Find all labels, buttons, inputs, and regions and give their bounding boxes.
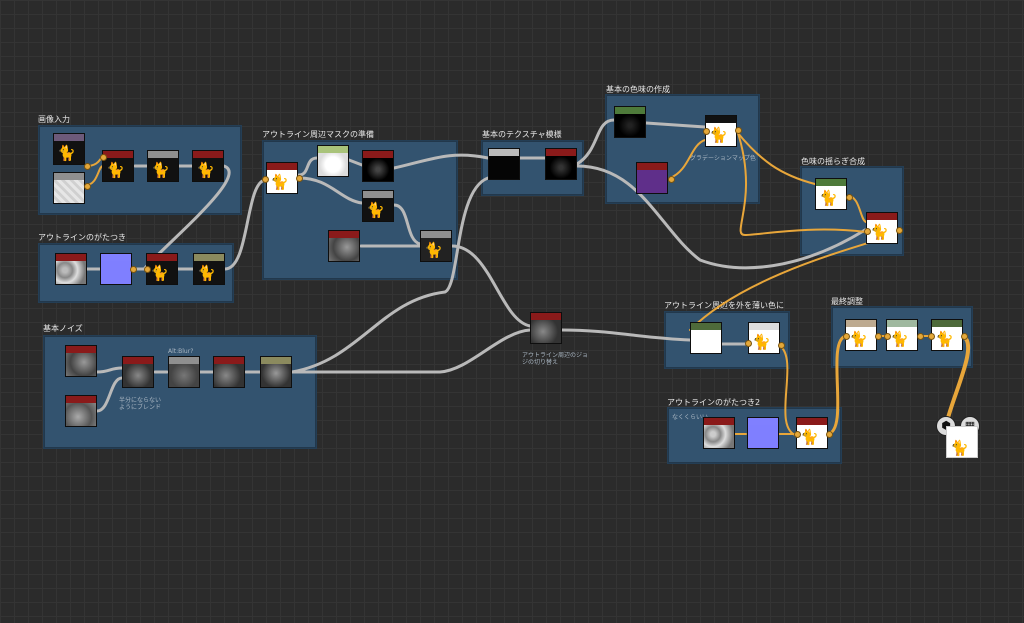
cat-silhouette-icon: 🐈 (196, 161, 215, 179)
blue-cat-node[interactable]: 🐈 (815, 178, 847, 210)
output-port[interactable] (896, 227, 903, 234)
noise-output-node[interactable] (260, 356, 292, 388)
output-port[interactable] (668, 176, 675, 183)
noise-node-b[interactable] (65, 395, 97, 427)
input-port[interactable] (703, 128, 710, 135)
cat-silhouette-icon: 🐈 (57, 144, 76, 162)
output-port[interactable] (778, 342, 785, 349)
bitmap-node-alpha[interactable] (53, 172, 85, 204)
output-port[interactable] (130, 266, 137, 273)
warp-node-2[interactable]: 🐈 (796, 417, 828, 449)
frame-title-color-blend: 色味の揺らぎ合成 (801, 157, 865, 166)
mask-cat-node[interactable]: 🐈 (362, 190, 394, 222)
frame-title-outline-jag: アウトラインのがたつき (38, 233, 126, 242)
levels-noise-node[interactable] (213, 356, 245, 388)
cat-silhouette-icon: 🐈 (950, 439, 969, 457)
color-blend-node[interactable]: 🐈 (866, 212, 898, 244)
threshold-node[interactable]: 🐈 (192, 150, 224, 182)
final-node-c[interactable]: 🐈 (931, 319, 963, 351)
normal-node[interactable] (100, 253, 132, 285)
input-port[interactable] (262, 176, 269, 183)
frame-title-base-color: 基本の色味の作成 (606, 85, 670, 94)
cat-silhouette-icon: 🐈 (270, 173, 289, 191)
gradient-map-node[interactable]: 🐈 (705, 115, 737, 147)
cat-silhouette-icon: 🐈 (151, 161, 170, 179)
input-port[interactable] (864, 228, 871, 235)
cat-silhouette-icon: 🐈 (106, 161, 125, 179)
blur-mask-node[interactable] (317, 145, 349, 177)
cat-silhouette-icon: 🐈 (424, 241, 443, 259)
grayscale-node[interactable]: 🐈 (147, 150, 179, 182)
frame-title-basic-texture: 基本のテクスチャ模様 (482, 130, 562, 139)
cat-silhouette-icon: 🐈 (197, 264, 216, 282)
output-port[interactable] (84, 183, 91, 190)
cat-silhouette-icon: 🐈 (800, 428, 819, 446)
note-gradation: グラデーションマップ色 (690, 155, 756, 162)
cat-silhouette-icon: 🐈 (870, 223, 889, 241)
cat-silhouette-icon: 🐈 (150, 264, 169, 282)
warp-node[interactable]: 🐈 (146, 253, 178, 285)
texture-node-a[interactable] (488, 148, 520, 180)
switch-node[interactable] (530, 312, 562, 344)
cat-silhouette-icon: 🐈 (709, 126, 728, 144)
frame-title-outline-outside: アウトライン周辺を外を薄い色に (664, 301, 784, 310)
output-port[interactable] (917, 333, 924, 340)
noise-node[interactable] (55, 253, 87, 285)
edge-mask-node[interactable] (362, 150, 394, 182)
blur-node[interactable] (168, 356, 200, 388)
input-port[interactable] (794, 431, 801, 438)
input-port[interactable] (100, 154, 107, 161)
blend-node[interactable] (122, 356, 154, 388)
normal-node-2[interactable] (747, 417, 779, 449)
purple-color-node[interactable] (636, 162, 668, 194)
frame-title-basic-noise: 基本ノイズ (43, 324, 83, 333)
frame-title-outline-jag2: アウトラインのがたつき2 (667, 398, 761, 407)
input-port[interactable] (928, 333, 935, 340)
input-port[interactable] (843, 333, 850, 340)
note-alt: Alt:Blur? (168, 348, 194, 355)
cat-silhouette-icon: 🐈 (890, 330, 909, 348)
texture-node-b[interactable] (545, 148, 577, 180)
note-blend-even: 半分にならないようにブレンド (119, 397, 162, 411)
output-port[interactable] (961, 333, 968, 340)
output-node[interactable]: 🐈 (946, 426, 978, 458)
output-port[interactable] (296, 175, 303, 182)
mask-noise-node[interactable] (328, 230, 360, 262)
color-mask-node[interactable] (614, 106, 646, 138)
input-port[interactable] (884, 333, 891, 340)
output-port[interactable] (84, 163, 91, 170)
noise-node-2[interactable] (703, 417, 735, 449)
outline-light-node[interactable]: 🐈 (748, 322, 780, 354)
cat-silhouette-icon: 🐈 (849, 330, 868, 348)
mask-input-node[interactable]: 🐈 (266, 162, 298, 194)
cat-silhouette-icon: 🐈 (366, 201, 385, 219)
cat-silhouette-icon: 🐈 (935, 330, 954, 348)
output-port[interactable] (846, 194, 853, 201)
cat-silhouette-icon: 🐈 (819, 189, 838, 207)
levels-node[interactable]: 🐈 (102, 150, 134, 182)
input-port[interactable] (745, 340, 752, 347)
output-port[interactable] (826, 431, 833, 438)
final-node-b[interactable]: 🐈 (886, 319, 918, 351)
output-port[interactable] (735, 127, 742, 134)
frame-title-image-input: 画像入力 (38, 115, 70, 124)
noise-node-a[interactable] (65, 345, 97, 377)
input-port[interactable] (144, 266, 151, 273)
bitmap-node-cat[interactable]: 🐈 (53, 133, 85, 165)
cat-silhouette-icon: 🐈 (752, 333, 771, 351)
frame-title-outline-mask: アウトライン周辺マスクの準備 (262, 130, 374, 139)
frame-title-final-adjust: 最終調整 (831, 297, 863, 306)
mask-blend-node[interactable]: 🐈 (420, 230, 452, 262)
outline-white-node[interactable] (690, 322, 722, 354)
warp-output-node[interactable]: 🐈 (193, 253, 225, 285)
note-outline-switch: アウトライン周辺のジョジの切り替え (522, 352, 589, 366)
output-port[interactable] (875, 333, 882, 340)
note-subtle: なくくらいい (672, 414, 709, 421)
